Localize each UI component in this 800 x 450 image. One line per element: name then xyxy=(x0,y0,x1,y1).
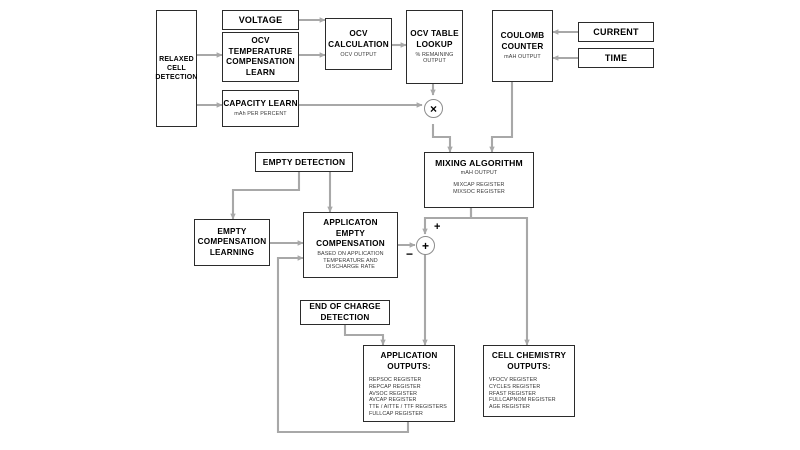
block-mixing-algorithm[interactable]: MIXING ALGORITHM mAH OUTPUT MIXCAP REGIS… xyxy=(424,152,534,208)
application-outputs-title: APPLICATION OUTPUTS: xyxy=(380,351,438,371)
block-voltage[interactable]: VOLTAGE xyxy=(222,10,299,30)
ocv-calculation-sub: OCV OUTPUT xyxy=(340,51,377,58)
block-ocv-temperature-compensation-learn[interactable]: OCV TEMPERATURE COMPENSATION LEARN xyxy=(222,32,299,82)
wire-endcharge-to-appoutputs xyxy=(343,325,386,346)
capacity-learn-sub: mAh PER PERCENT xyxy=(234,111,287,118)
application-empty-compensation-title: APPLICATON EMPTY COMPENSATION xyxy=(316,218,385,248)
cell-chemistry-outputs-title: CELL CHEMISTRY OUTPUTS: xyxy=(491,351,567,371)
empty-compensation-learning-title: EMPTY COMPENSATION LEARNING xyxy=(197,226,267,257)
ocv-table-lookup-title: OCV TABLE LOOKUP xyxy=(410,29,459,49)
block-relaxed-cell-detection[interactable]: RELAXED CELL DETECTION xyxy=(155,10,198,127)
mixing-algorithm-sub: mAH OUTPUT xyxy=(460,169,498,176)
wire-coulomb-to-mixing xyxy=(489,82,514,153)
coulomb-counter-sub: mAH OUTPUT xyxy=(504,53,541,60)
wire-mixing-to-cellchem xyxy=(469,208,530,346)
relaxed-cell-detection-title: RELAXED CELL DETECTION xyxy=(155,56,198,81)
multiply-glyph: × xyxy=(429,101,437,116)
ocv-table-lookup-sub: % REMAINING OUTPUT xyxy=(415,51,454,65)
end-of-charge-detection-title: END OF CHARGE DETECTION xyxy=(309,302,381,322)
voltage-title: VOLTAGE xyxy=(238,14,283,25)
wire-mixing-to-sum xyxy=(422,208,473,235)
wire-appoutputs-feedback xyxy=(276,255,410,434)
block-cell-chemistry-outputs[interactable]: CELL CHEMISTRY OUTPUTS: VFOCV REGISTER C… xyxy=(483,345,575,417)
cell-chemistry-outputs-registers: VFOCV REGISTER CYCLES REGISTER RFAST REG… xyxy=(489,377,556,411)
block-application-empty-compensation[interactable]: APPLICATON EMPTY COMPENSATION BASED ON A… xyxy=(303,212,398,278)
ocv-temp-comp-title: OCV TEMPERATURE COMPENSATION LEARN xyxy=(226,36,295,77)
block-end-of-charge-detection[interactable]: END OF CHARGE DETECTION xyxy=(300,300,390,325)
application-empty-compensation-sub: BASED ON APPLICATION TEMPERATURE AND DIS… xyxy=(317,251,384,271)
coulomb-counter-title: COULOMB COUNTER xyxy=(500,31,545,51)
empty-detection-title: EMPTY DETECTION xyxy=(262,156,346,167)
block-empty-detection[interactable]: EMPTY DETECTION xyxy=(255,152,353,172)
ocv-calculation-title: OCV CALCULATION xyxy=(328,29,389,49)
wire-emptydet-to-emptylearn xyxy=(230,172,301,220)
block-time[interactable]: TIME xyxy=(578,48,654,68)
capacity-learn-title: CAPACITY LEARN xyxy=(223,99,298,109)
sum-minus-sign-label: − xyxy=(406,247,414,261)
wire-multiply-to-mixing xyxy=(431,124,453,153)
block-capacity-learn[interactable]: CAPACITY LEARN mAh PER PERCENT xyxy=(222,90,299,127)
sum-operator-node[interactable]: + xyxy=(416,236,435,255)
mixing-algorithm-registers: MIXCAP REGISTER MIXSOC REGISTER xyxy=(453,182,505,195)
block-empty-compensation-learning[interactable]: EMPTY COMPENSATION LEARNING xyxy=(194,219,270,266)
mixing-algorithm-title: MIXING ALGORITHM xyxy=(435,158,523,168)
sum-plus-sign-label: + xyxy=(434,221,441,233)
current-title: CURRENT xyxy=(593,26,639,37)
block-ocv-table-lookup[interactable]: OCV TABLE LOOKUP % REMAINING OUTPUT xyxy=(406,10,463,84)
application-outputs-registers: REPSOC REGISTER REPCAP REGISTER AVSOC RE… xyxy=(369,377,447,417)
multiply-operator-node[interactable]: × xyxy=(424,99,443,118)
time-title: TIME xyxy=(604,52,628,63)
sum-glyph: + xyxy=(421,238,429,253)
block-coulomb-counter[interactable]: COULOMB COUNTER mAH OUTPUT xyxy=(492,10,553,82)
block-ocv-calculation[interactable]: OCV CALCULATION OCV OUTPUT xyxy=(325,18,392,70)
block-application-outputs[interactable]: APPLICATION OUTPUTS: REPSOC REGISTER REP… xyxy=(363,345,455,422)
block-current[interactable]: CURRENT xyxy=(578,22,654,42)
